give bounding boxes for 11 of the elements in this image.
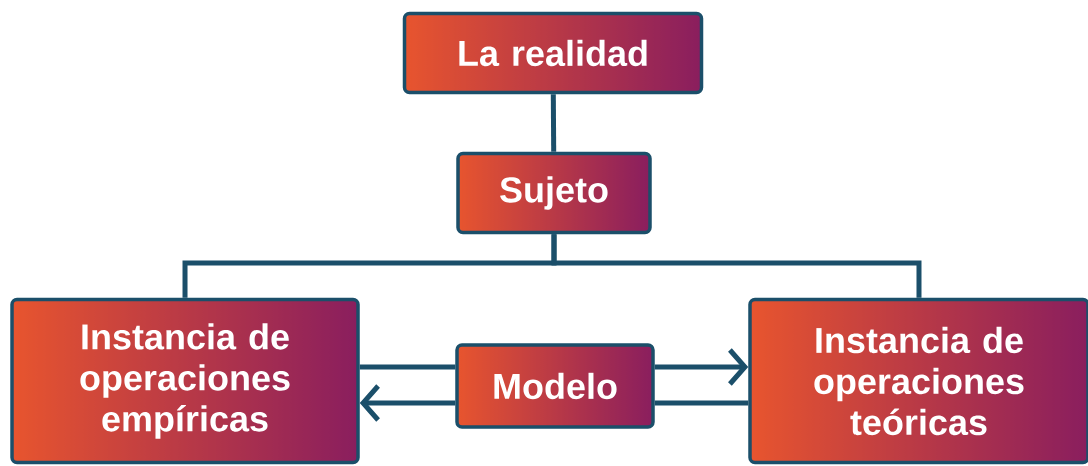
connector [551, 234, 922, 298]
process-box: Modelo [455, 343, 655, 429]
process-box: La realidad [402, 11, 704, 95]
connector [654, 348, 749, 386]
connector [654, 400, 749, 406]
connector [359, 364, 456, 370]
process-box: Instancia de operaciones teóricas [748, 297, 1088, 465]
process-box: Sujeto [456, 151, 652, 235]
process-box: Instancia de operaciones empíricas [10, 297, 360, 465]
connector [550, 94, 557, 152]
connector [359, 384, 456, 422]
